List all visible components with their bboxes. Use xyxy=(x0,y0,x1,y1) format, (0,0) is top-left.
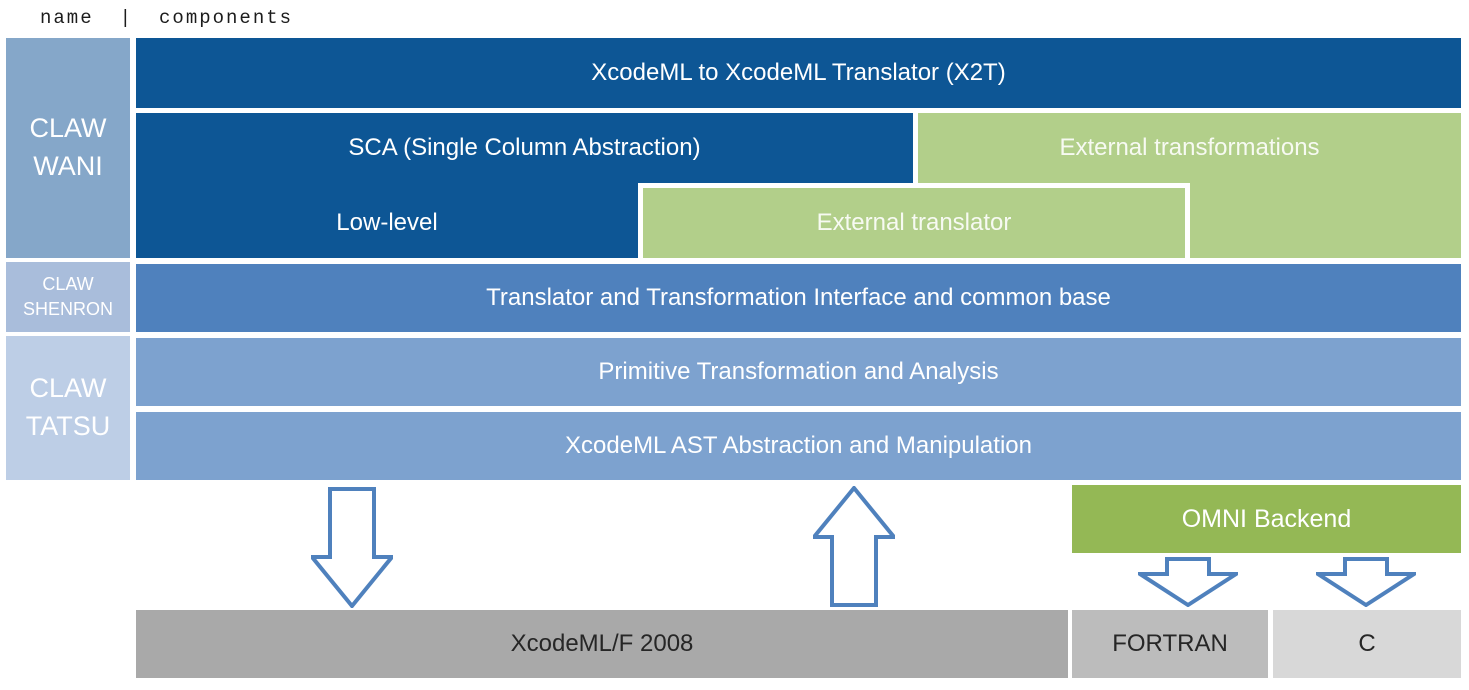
c-output-bar: C xyxy=(1273,610,1461,678)
header-separator: | xyxy=(119,7,134,29)
x2t-label: XcodeML to XcodeML Translator (X2T) xyxy=(591,59,1006,86)
external-transformations-label: External transformations xyxy=(1059,134,1320,161)
claw-shenron-line1: CLAW xyxy=(42,273,94,294)
sca-external-composite-row: SCA (Single Column Abstraction) External… xyxy=(136,113,1461,263)
xcodeml-f-output-bar: XcodeML/F 2008 xyxy=(136,610,1068,678)
x2t-translator-bar: XcodeML to XcodeML Translator (X2T) xyxy=(136,38,1461,108)
c-down-arrow-icon xyxy=(1316,557,1416,607)
low-level-label-area: Low-level xyxy=(136,187,638,258)
claw-tatsu-line2: TATSU xyxy=(25,411,111,441)
primitive-transformation-label: Primitive Transformation and Analysis xyxy=(598,358,999,385)
claw-tatsu-block: CLAW TATSU xyxy=(6,336,130,480)
omni-backend-bar: OMNI Backend xyxy=(1072,485,1461,553)
big-up-arrow-icon xyxy=(813,486,895,607)
sca-label: SCA (Single Column Abstraction) xyxy=(348,134,701,161)
translator-interface-bar: Translator and Transformation Interface … xyxy=(136,264,1461,332)
xcodeml-ast-bar: XcodeML AST Abstraction and Manipulation xyxy=(136,412,1461,480)
claw-wani-block: CLAW WANI xyxy=(6,38,130,258)
low-level-label: Low-level xyxy=(336,208,438,236)
xcodeml-ast-label: XcodeML AST Abstraction and Manipulation xyxy=(565,432,1032,459)
diagram-header: name | components xyxy=(40,5,293,31)
fortran-output-bar: FORTRAN xyxy=(1072,610,1268,678)
claw-tatsu-line1: CLAW xyxy=(29,373,107,404)
big-down-arrow-icon xyxy=(311,487,393,608)
claw-shenron-line2: SHENRON xyxy=(22,299,113,319)
header-components-label: components xyxy=(159,7,294,29)
claw-wani-line1: CLAW xyxy=(29,113,107,144)
fortran-down-arrow-icon xyxy=(1138,557,1238,607)
external-translator-label: External translator xyxy=(816,209,1012,236)
omni-backend-label: OMNI Backend xyxy=(1181,504,1352,533)
claw-wani-line2: WANI xyxy=(33,151,103,181)
primitive-transformation-bar: Primitive Transformation and Analysis xyxy=(136,338,1461,406)
c-label: C xyxy=(1358,630,1376,657)
sca-label-area: SCA (Single Column Abstraction) xyxy=(136,113,913,183)
header-name-label: name xyxy=(40,7,94,29)
external-translator-box: External translator xyxy=(638,183,1190,263)
external-transformations-label-area: External transformations xyxy=(918,113,1461,183)
claw-shenron-block: CLAW SHENRON xyxy=(6,262,130,332)
fortran-label: FORTRAN xyxy=(1112,630,1228,657)
xcodeml-f-label: XcodeML/F 2008 xyxy=(510,630,694,657)
translator-interface-label: Translator and Transformation Interface … xyxy=(486,284,1111,311)
